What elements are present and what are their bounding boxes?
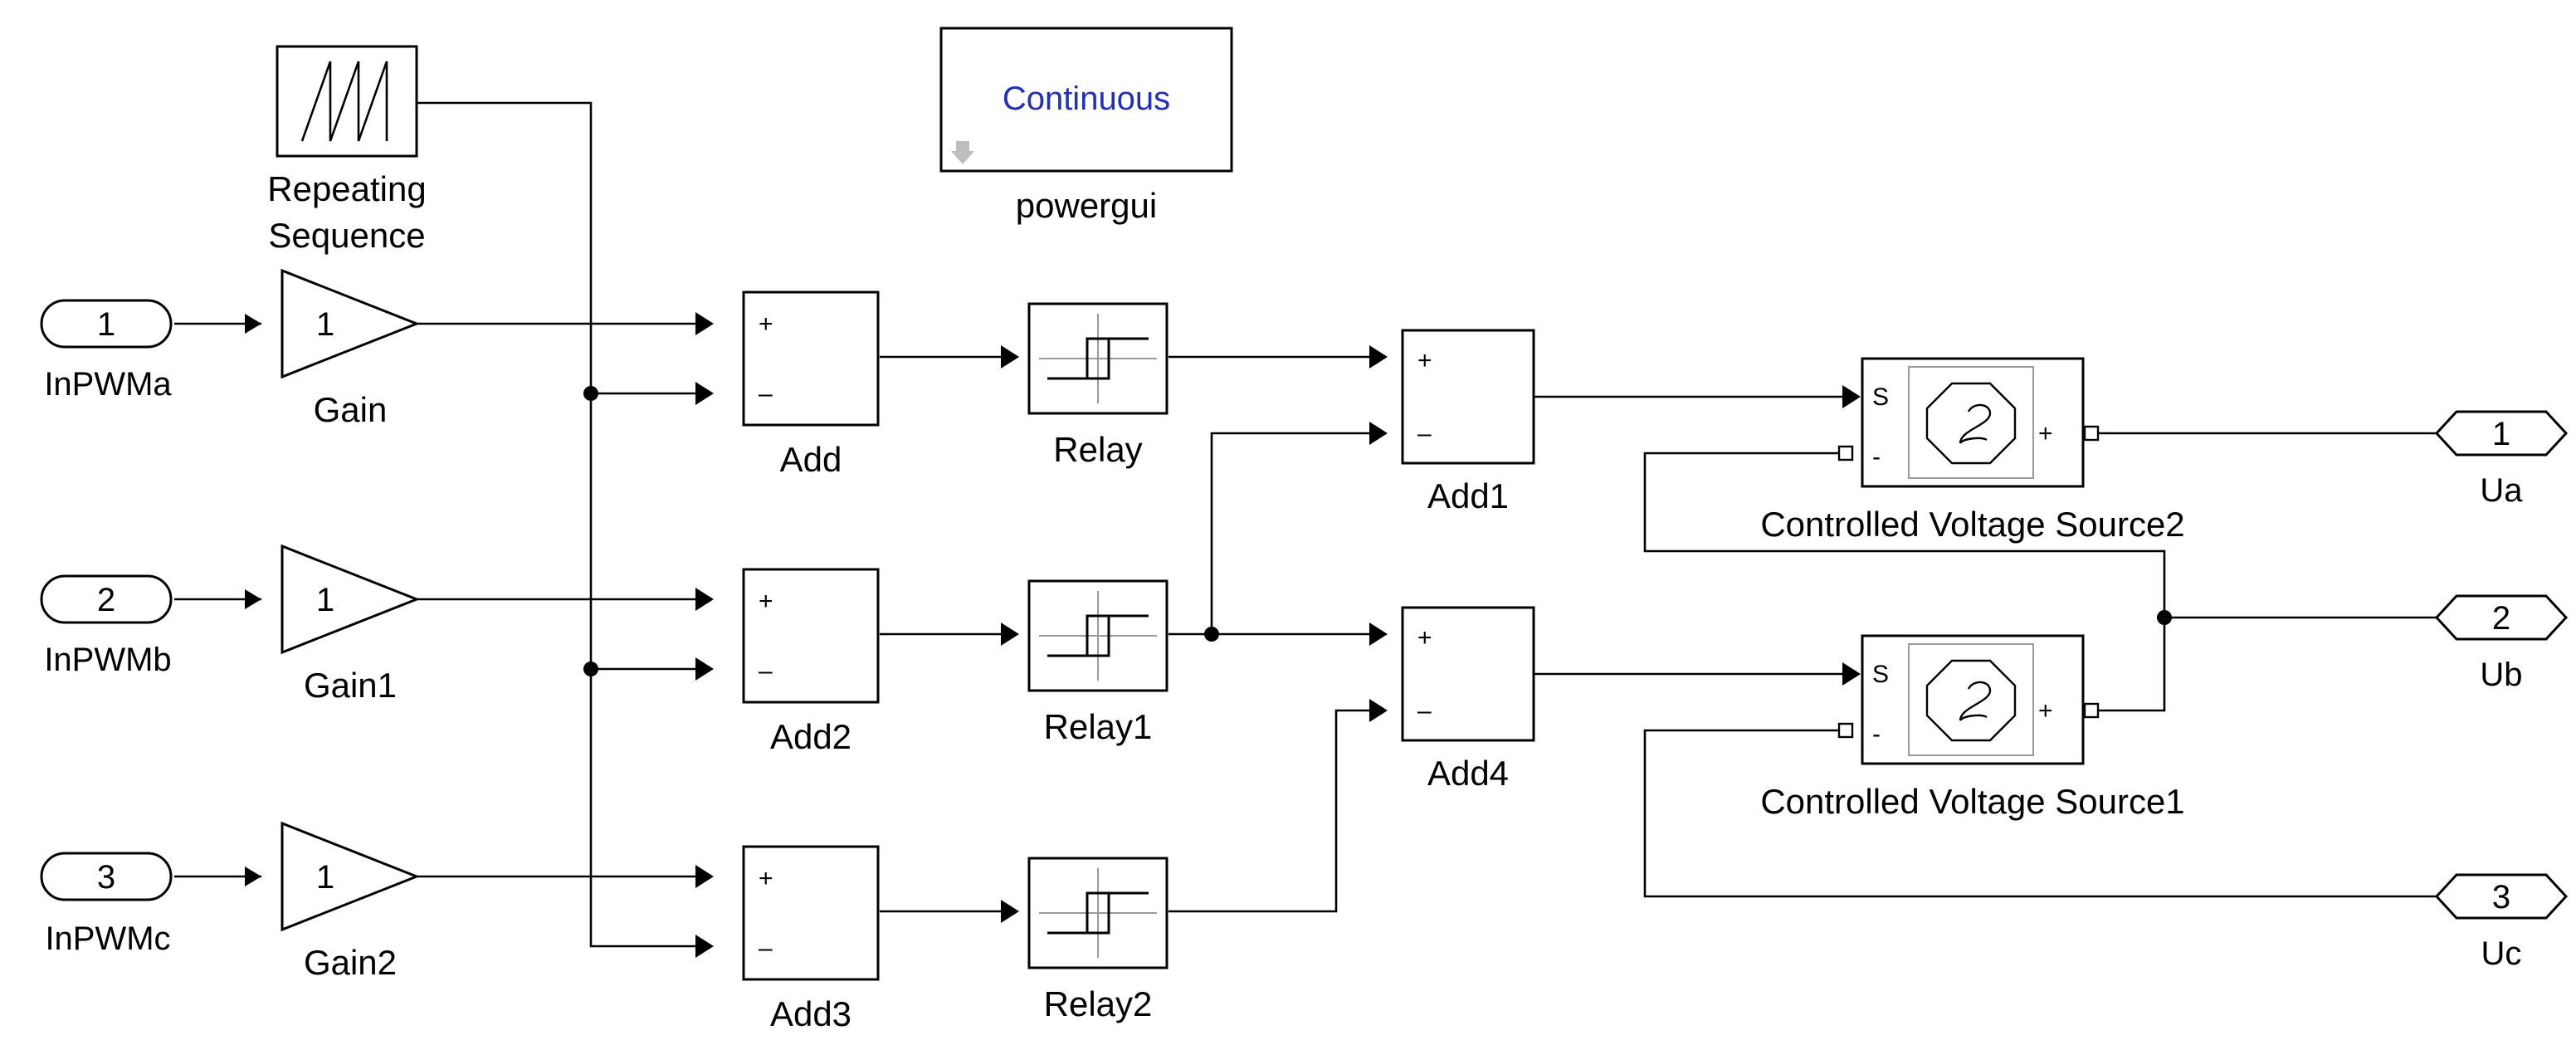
outport-label: Ub: [2480, 657, 2522, 693]
relay-label: Relay1: [1044, 707, 1153, 746]
outport-number: 1: [2492, 416, 2510, 452]
repeating-sequence-label-1: Repeating: [267, 169, 426, 208]
conn-port-plus: [2083, 425, 2100, 442]
plus-sign: +: [1417, 347, 1432, 374]
source-label: Controlled Voltage Source2: [1760, 505, 2184, 544]
plus-sign: +: [1417, 624, 1432, 652]
add4-block[interactable]: + – Add4: [1401, 606, 1535, 793]
ac-source-icon: [1908, 643, 2034, 756]
inport-label: InPWMb: [44, 642, 171, 678]
minus-sign: –: [759, 380, 773, 408]
gain1-block[interactable]: 1 Gain1: [281, 544, 421, 705]
outport-2[interactable]: 2 Ub: [2434, 594, 2569, 693]
minus-port-label: -: [1872, 720, 1881, 748]
powergui-mode: Continuous: [1003, 81, 1170, 117]
controlled-voltage-source1-block[interactable]: S - + Controlled Voltage Source1: [1760, 634, 2185, 821]
plus-sign: +: [759, 588, 773, 615]
relay-label: Relay2: [1044, 984, 1153, 1023]
relay2-block[interactable]: Relay2: [1027, 857, 1168, 1023]
add-label: Add2: [770, 717, 851, 756]
outport-3[interactable]: 3 Uc: [2434, 873, 2569, 972]
add-label: Add1: [1427, 476, 1509, 515]
relay-hysteresis-icon: [1039, 314, 1157, 403]
inport-1[interactable]: 1 InPWMa: [40, 299, 173, 403]
repeating-sequence-label-2: Sequence: [268, 216, 425, 255]
gain-label: Gain: [314, 390, 388, 429]
s-port-label: S: [1872, 661, 1889, 688]
plus-sign: +: [759, 310, 773, 338]
plus-sign: +: [759, 865, 773, 892]
inport-number: 3: [97, 859, 115, 896]
gain2-block[interactable]: 1 Gain2: [281, 821, 421, 982]
s-port-label: S: [1872, 383, 1889, 411]
outport-number: 2: [2492, 600, 2510, 637]
ac-source-icon: [1908, 366, 2034, 479]
gain-value: 1: [316, 582, 334, 618]
minus-sign: –: [759, 935, 773, 962]
powergui-label: powergui: [1016, 186, 1157, 225]
inport-number: 2: [97, 582, 115, 618]
add-label: Add4: [1427, 754, 1509, 793]
powergui-arrow-icon: [951, 141, 974, 164]
gain-block[interactable]: 1 Gain: [281, 268, 421, 429]
inport-label: InPWMa: [44, 366, 172, 403]
inport-number: 1: [97, 306, 115, 343]
conn-port-minus: [1837, 445, 1854, 461]
inport-3[interactable]: 3 InPWMc: [40, 852, 173, 957]
add3-block[interactable]: + – Add3: [742, 845, 880, 1033]
gain-value: 1: [316, 306, 334, 343]
add2-block[interactable]: + – Add2: [742, 568, 880, 756]
signal-lines: [174, 101, 2438, 948]
add-label: Add3: [770, 994, 851, 1033]
repeating-sequence-block[interactable]: Repeating Sequence: [267, 45, 427, 255]
conn-port-minus: [1837, 722, 1854, 739]
minus-sign: –: [759, 657, 773, 685]
powergui-block[interactable]: Continuous powergui: [939, 27, 1233, 225]
outport-label: Ua: [2480, 472, 2523, 509]
add1-block[interactable]: + – Add1: [1401, 329, 1535, 515]
outport-label: Uc: [2481, 935, 2522, 972]
inport-label: InPWMc: [45, 920, 170, 957]
relay-label: Relay: [1053, 430, 1142, 469]
outport-number: 3: [2492, 879, 2510, 915]
relay1-block[interactable]: Relay1: [1027, 579, 1168, 746]
minus-sign: –: [1417, 697, 1432, 725]
junction-dots: [583, 386, 2172, 676]
add-label: Add: [780, 440, 842, 479]
add-block[interactable]: + – Add: [742, 291, 880, 479]
gain-label: Gain2: [304, 943, 397, 982]
relay-hysteresis-icon: [1039, 591, 1157, 681]
controlled-voltage-source2-block[interactable]: S - + Controlled Voltage Source2: [1760, 357, 2185, 544]
gain-value: 1: [316, 859, 334, 896]
gain-label: Gain1: [304, 666, 397, 705]
conn-port-plus: [2083, 702, 2100, 719]
relay-hysteresis-icon: [1039, 868, 1157, 958]
relay-block[interactable]: Relay: [1027, 302, 1168, 469]
plus-port-label: +: [2038, 420, 2053, 447]
minus-sign: –: [1417, 420, 1432, 447]
source-label: Controlled Voltage Source1: [1760, 782, 2184, 821]
outport-1[interactable]: 1 Ua: [2434, 410, 2569, 509]
inport-2[interactable]: 2 InPWMb: [40, 574, 173, 678]
minus-port-label: -: [1872, 443, 1881, 471]
plus-port-label: +: [2038, 697, 2053, 725]
arrow-heads: [245, 312, 1861, 958]
